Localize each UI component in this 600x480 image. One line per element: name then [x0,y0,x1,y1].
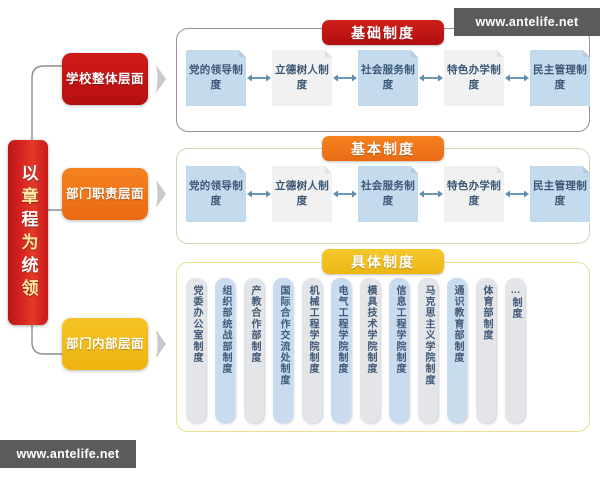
folded-corner-icon [324,50,332,58]
watermark-bottom-text: www.antelife.net [16,447,120,461]
flow-box[interactable]: 特色办学制度 [444,166,504,222]
detail-item-label: 国际合作交流处制度 [278,285,289,386]
detail-item-label: 信息工程学院制度 [394,285,405,375]
flow-box-label: 立德树人制度 [275,63,329,91]
double-arrow-icon [247,190,271,198]
flow-box[interactable]: 立德树人制度 [272,50,332,106]
level-pill-label: 部门职责层面 [65,186,144,201]
detail-item[interactable]: 通识教育部制度 [447,278,467,423]
level-pill-department-duty[interactable]: 部门职责层面 [62,168,148,220]
flow-box-label: 特色办学制度 [447,63,501,91]
detail-item-label: 通识教育部制度 [452,285,463,364]
folded-corner-icon [410,50,418,58]
detail-item[interactable]: 国际合作交流处制度 [273,278,293,423]
level-pill-label: 学校整体层面 [65,71,144,86]
detail-item-label: 组织部统战部制度 [220,285,231,375]
detail-item-label: 体育部制度 [481,285,492,341]
chevron-right-icon [156,330,166,358]
banner-label: 具体制度 [351,253,415,270]
folded-corner-icon [238,166,246,174]
flow-box[interactable]: 立德树人制度 [272,166,332,222]
detail-item[interactable]: 产教合作部制度 [244,278,264,423]
folded-corner-icon [496,50,504,58]
double-arrow-icon [333,74,357,82]
level-pill-label: 部门内部层面 [65,336,144,351]
double-arrow-icon [505,74,529,82]
banner-specific-systems[interactable]: 具体制度 [322,249,444,274]
watermark-top-text: www.antelife.net [475,15,579,29]
double-arrow-icon [505,190,529,198]
flow-box-label: 党的领导制度 [189,63,243,91]
flow-row-school-overall-systems: 党的领导制度 立德树人制度 社会服务制度 特色办学制度 民主管理制度 [186,50,590,106]
level-pill-department-internal[interactable]: 部门内部层面 [62,318,148,370]
detail-item[interactable]: …制度 [505,278,525,423]
flow-box[interactable]: 特色办学制度 [444,50,504,106]
detail-item-label: 电气工程学院制度 [336,285,347,375]
folded-corner-icon [496,166,504,174]
flow-box-label: 立德树人制度 [275,179,329,207]
chevron-right-icon [156,180,166,208]
level-pill-school-overall[interactable]: 学校整体层面 [62,53,148,105]
folded-corner-icon [410,166,418,174]
banner-foundational-systems[interactable]: 基础制度 [322,20,444,45]
folded-corner-icon [582,166,590,174]
flow-row-department-duty-systems: 党的领导制度 立德树人制度 社会服务制度 特色办学制度 民主管理制度 [186,166,590,222]
flow-box[interactable]: 社会服务制度 [358,166,418,222]
folded-corner-icon [582,50,590,58]
detail-item-label: 产教合作部制度 [249,285,260,364]
double-arrow-icon [247,74,271,82]
double-arrow-icon [419,74,443,82]
detail-item[interactable]: 体育部制度 [476,278,496,423]
flow-box-label: 民主管理制度 [533,179,587,207]
detail-item[interactable]: 组织部统战部制度 [215,278,235,423]
flow-box[interactable]: 社会服务制度 [358,50,418,106]
detail-item-label: …制度 [510,285,521,320]
flow-box-label: 党的领导制度 [189,179,243,207]
banner-label: 基本制度 [351,140,415,157]
flow-box[interactable]: 民主管理制度 [530,166,590,222]
detail-item[interactable]: 机械工程学院制度 [302,278,322,423]
watermark-bottom: www.antelife.net [0,440,136,468]
double-arrow-icon [333,190,357,198]
detail-item-label: 模具技术学院制度 [365,285,376,375]
flow-box[interactable]: 党的领导制度 [186,166,246,222]
watermark-top: www.antelife.net [454,8,600,36]
double-arrow-icon [419,190,443,198]
flow-box[interactable]: 民主管理制度 [530,50,590,106]
detail-item-label: 机械工程学院制度 [307,285,318,375]
banner-basic-systems[interactable]: 基本制度 [322,136,444,161]
detail-item-label: 马克思主义学院制度 [423,285,434,386]
master-label-text: 以章程为统领 [18,163,38,302]
chevron-right-icon [156,65,166,93]
detail-item[interactable]: 马克思主义学院制度 [418,278,438,423]
master-label: 以章程为统领 [8,140,48,325]
banner-label: 基础制度 [351,24,415,41]
flow-box-label: 社会服务制度 [361,63,415,91]
detail-item[interactable]: 党委办公室制度 [186,278,206,423]
folded-corner-icon [324,166,332,174]
detail-items-row: 党委办公室制度 组织部统战部制度 产教合作部制度 国际合作交流处制度 机械工程学院制度 电… [186,278,534,423]
detail-item[interactable]: 信息工程学院制度 [389,278,409,423]
flow-box[interactable]: 党的领导制度 [186,50,246,106]
detail-item[interactable]: 电气工程学院制度 [331,278,351,423]
folded-corner-icon [238,50,246,58]
detail-item-label: 党委办公室制度 [191,285,202,364]
flow-box-label: 社会服务制度 [361,179,415,207]
detail-item[interactable]: 模具技术学院制度 [360,278,380,423]
flow-box-label: 特色办学制度 [447,179,501,207]
flow-box-label: 民主管理制度 [533,63,587,91]
